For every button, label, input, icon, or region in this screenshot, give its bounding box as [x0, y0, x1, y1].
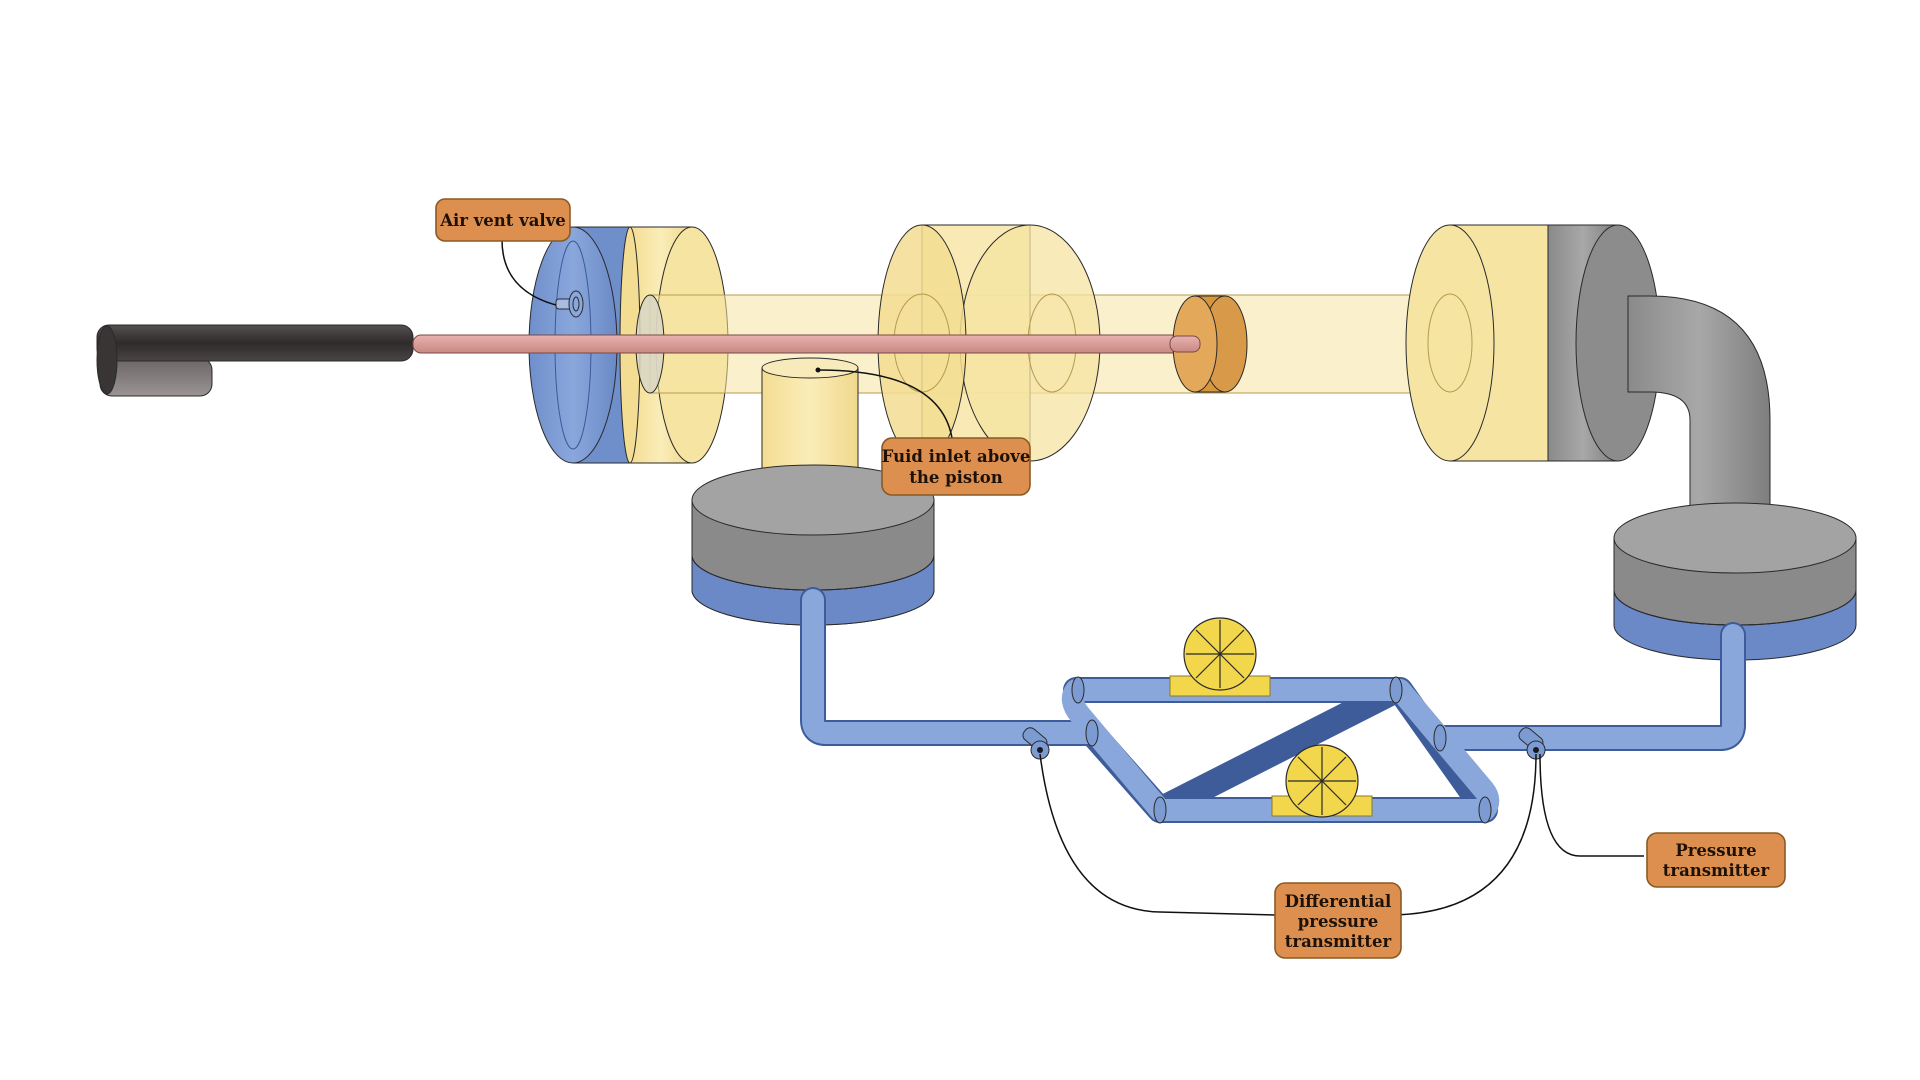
piston-rod [412, 334, 1204, 354]
callout-fluid-inlet: Fuid inlet above the piston [881, 437, 1031, 496]
label-differential-line3: transmitter [1285, 932, 1392, 951]
left-reservoir [691, 464, 935, 626]
callout-air-vent-valve: Air vent valve [435, 198, 571, 242]
label-air-vent-valve: Air vent valve [439, 211, 566, 230]
label-differential-line2: pressure [1298, 912, 1379, 931]
label-differential-line1: Differential [1285, 892, 1392, 911]
label-pressure-line2: transmitter [1663, 861, 1770, 880]
flow-meter-icon [1169, 617, 1271, 697]
flow-meter-icon [1271, 744, 1373, 818]
piston [1169, 295, 1248, 393]
differential-port-left [1022, 727, 1050, 760]
right-flange [1405, 224, 1661, 462]
elbow-pipe [1627, 295, 1771, 521]
leader-lines [501, 239, 1644, 916]
label-fluid-inlet-line1: Fuid inlet above [882, 447, 1031, 466]
label-pressure-line1: Pressure [1675, 841, 1756, 860]
actuator [96, 324, 414, 397]
air-vent-valve [555, 290, 584, 318]
right-reservoir [1613, 502, 1857, 661]
callout-pressure-transmitter: Pressure transmitter [1646, 832, 1786, 888]
label-fluid-inlet-line2: the piston [909, 468, 1003, 487]
callout-differential-pressure-transmitter: Differential pressure transmitter [1274, 882, 1402, 959]
pipe-loop [800, 587, 1746, 824]
inlet-column [761, 357, 859, 477]
